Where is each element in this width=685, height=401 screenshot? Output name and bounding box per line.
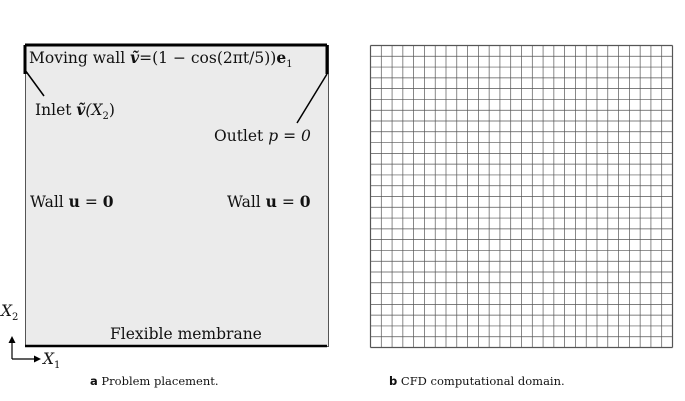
panel-cfd-domain: b CFD computational domain. [345,0,685,401]
inlet-label: Inlet ṽ(X2) [35,100,115,123]
panel-problem-placement: Moving wall ṽ=(1 − cos(2πt/5))e1 Inlet ṽ… [1,43,329,388]
inlet-leader [24,69,45,97]
fluid-domain [25,45,329,347]
axis-y-label: X2 [1,302,19,324]
membrane-label: Flexible membrane [110,325,262,343]
cfd-mesh [369,44,674,349]
wall-right-label: Wall u = 0 [227,192,311,211]
boundary-lines [8,43,329,363]
wall-left-label: Wall u = 0 [30,192,114,211]
outlet-leader [296,73,328,124]
axis-x-arrowhead [34,355,41,363]
axis-y-arrowhead [8,336,16,343]
axis-x-label: X1 [43,350,61,372]
moving-wall-label: Moving wall ṽ=(1 − cos(2πt/5))e1 [29,48,293,71]
caption-b: b CFD computational domain. [389,374,565,388]
outlet-label: Outlet p = 0 [214,127,311,145]
caption-a: a Problem placement. [90,374,219,388]
